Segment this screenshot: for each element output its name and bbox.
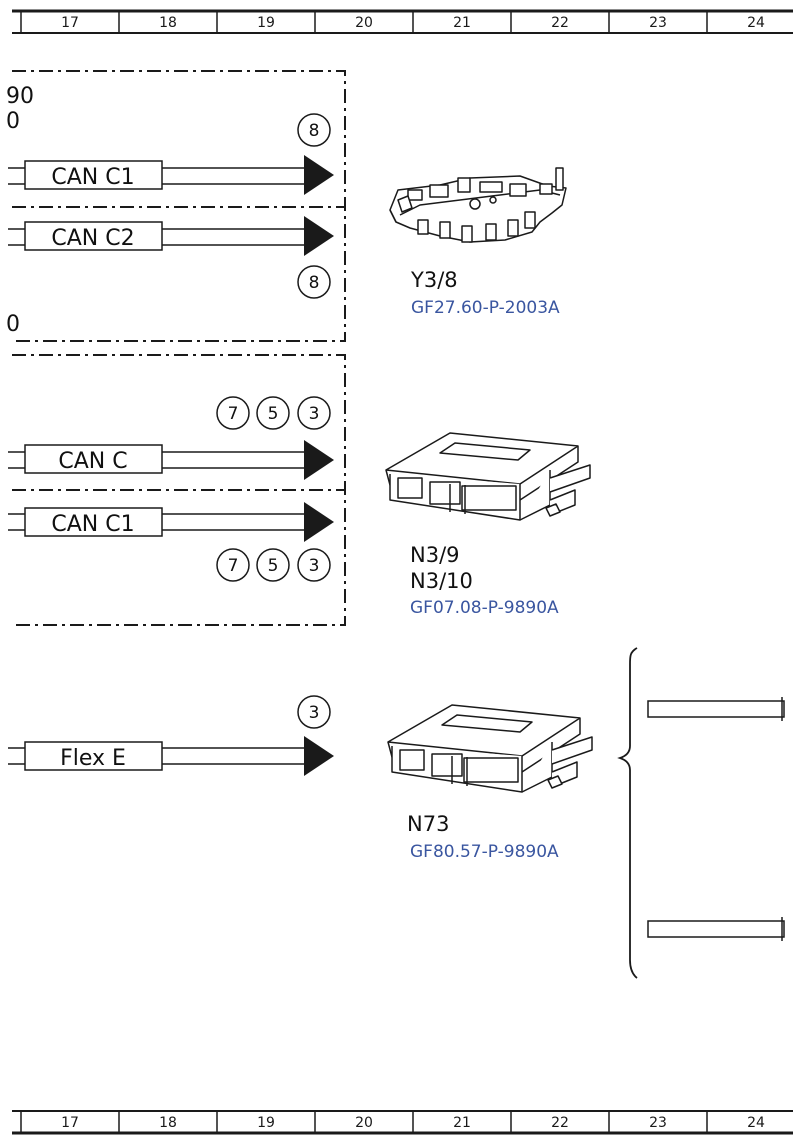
bus-line-can-c1[interactable]: CAN C1 — [8, 155, 334, 195]
ruler-bottom-21: 21 — [453, 1115, 471, 1131]
reference-badge[interactable]: 8 — [297, 265, 331, 299]
connector-stub[interactable] — [647, 697, 785, 721]
bus-line-can-c[interactable]: CAN C — [8, 440, 334, 480]
ruler-top-23: 23 — [649, 15, 667, 31]
reference-badge[interactable]: 8 — [297, 113, 331, 147]
ruler-bottom-23: 23 — [649, 1115, 667, 1131]
component-id: Y3/8 — [410, 268, 458, 292]
badge-number: 7 — [228, 404, 239, 424]
badge-number: 3 — [309, 404, 320, 424]
badge-number: 3 — [309, 556, 320, 576]
arrow-right-icon — [304, 440, 334, 480]
ruler-top-18: 18 — [159, 15, 177, 31]
valve-body-plate-icon — [389, 167, 567, 243]
document-reference-link[interactable]: GF07.08-P-9890A — [410, 598, 559, 618]
bus-label: CAN C — [58, 449, 127, 474]
component-id: N3/10 — [410, 569, 473, 593]
ruler-top-17: 17 — [61, 15, 79, 31]
bus-label: CAN C1 — [51, 165, 134, 190]
component-id: N3/9 — [410, 543, 460, 567]
control-unit-box-icon — [385, 432, 591, 521]
reference-badge[interactable]: 7 — [216, 548, 250, 582]
cropped-label-fragment: 0 — [6, 312, 20, 337]
cropped-label-fragment: 0 — [6, 109, 20, 134]
ruler-top-21: 21 — [453, 15, 471, 31]
ruler-bottom-24: 24 — [747, 1115, 765, 1131]
badge-number: 7 — [228, 556, 239, 576]
ruler-bottom-22: 22 — [551, 1115, 569, 1131]
document-reference-link[interactable]: GF27.60-P-2003A — [411, 298, 560, 318]
group-y3-8: 90 0 0 8 CAN C1 CAN C2 — [6, 70, 567, 342]
arrow-right-icon — [304, 155, 334, 195]
bus-line-flex-e[interactable]: Flex E — [8, 736, 334, 776]
arrow-right-icon — [304, 502, 334, 542]
reference-badge[interactable]: 7 — [216, 396, 250, 430]
group-n73: 3 Flex E N73 GF80.57-P-98 — [8, 695, 593, 862]
arrow-right-icon — [304, 736, 334, 776]
control-unit-box-icon — [387, 704, 593, 793]
ruler-bottom-20: 20 — [355, 1115, 373, 1131]
reference-badge[interactable]: 3 — [297, 396, 331, 430]
connector-stub[interactable] — [647, 917, 785, 941]
bus-label: Flex E — [60, 746, 126, 771]
top-ruler: 17 18 19 20 21 22 23 24 — [12, 9, 793, 34]
reference-badge[interactable]: 3 — [297, 695, 331, 729]
bus-line-can-c1[interactable]: CAN C1 — [8, 502, 334, 542]
ruler-top-24: 24 — [747, 15, 765, 31]
group-n3: 7 5 3 CAN C CAN C1 — [8, 354, 591, 626]
cropped-label-fragment: 90 — [6, 84, 34, 109]
bus-label: CAN C2 — [51, 226, 134, 251]
badge-number: 8 — [309, 273, 320, 293]
component-id: N73 — [407, 812, 449, 836]
reference-badge[interactable]: 3 — [297, 548, 331, 582]
ruler-top-22: 22 — [551, 15, 569, 31]
badge-number: 3 — [309, 703, 320, 723]
bus-label: CAN C1 — [51, 512, 134, 537]
document-reference-link[interactable]: GF80.57-P-9890A — [410, 842, 559, 862]
ruler-top-20: 20 — [355, 15, 373, 31]
ruler-bottom-18: 18 — [159, 1115, 177, 1131]
bottom-ruler: 17 18 19 20 21 22 23 24 — [12, 1110, 793, 1135]
arrow-right-icon — [304, 216, 334, 256]
bus-line-can-c2[interactable]: CAN C2 — [8, 216, 334, 256]
ruler-bottom-17: 17 — [61, 1115, 79, 1131]
badge-number: 5 — [268, 404, 279, 424]
badge-number: 8 — [309, 121, 320, 141]
ruler-top-19: 19 — [257, 15, 275, 31]
reference-badge[interactable]: 5 — [256, 548, 290, 582]
badge-number: 5 — [268, 556, 279, 576]
ruler-bottom-19: 19 — [257, 1115, 275, 1131]
reference-badge[interactable]: 5 — [256, 396, 290, 430]
brace-group — [617, 647, 785, 979]
